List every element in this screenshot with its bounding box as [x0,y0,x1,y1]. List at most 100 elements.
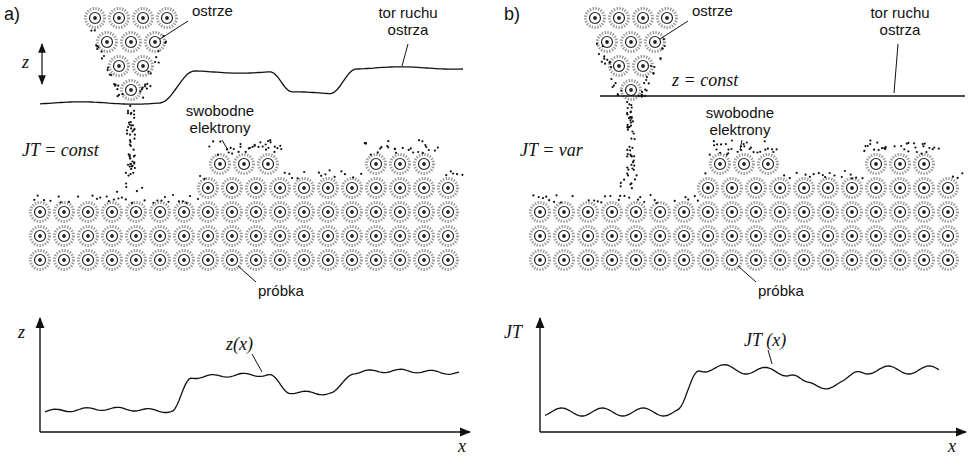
electron [822,174,824,176]
atom-core [922,258,926,262]
atom-shell [658,9,677,28]
atom [110,9,129,28]
atom-core [182,234,186,238]
panel-letter: b) [504,4,520,24]
electron [142,87,144,89]
electron [630,104,632,106]
atom-ring [919,207,930,218]
atom-shell [634,9,653,28]
electron [796,172,798,174]
atom-core [641,64,645,68]
atom [122,33,141,52]
atom-ring [775,231,786,242]
electron [452,172,454,174]
electron [267,140,269,142]
electron [96,45,98,47]
atom-ring [895,183,906,194]
atom-ring [751,207,762,218]
atom [55,203,74,222]
atom-ring [559,207,570,218]
atom-core [562,234,566,238]
atom-core [110,234,114,238]
atom-core [874,186,878,190]
atom-ring [371,183,382,194]
atom-ring [895,255,906,266]
atom [747,251,766,270]
atom-ring [107,231,118,242]
atom [146,33,165,52]
electron [131,165,133,167]
atom-shell [531,251,550,270]
atom-ring [703,207,714,218]
atom [675,251,694,270]
atom [319,203,338,222]
atom-core [158,210,162,214]
electron [627,129,629,131]
electron [713,144,715,146]
electron [164,196,166,198]
electron [128,155,130,157]
electron [270,141,272,143]
atom-ring [679,255,690,266]
atom [295,227,314,246]
atom-core [153,40,157,44]
electron [743,143,745,145]
atom-ring [943,255,954,266]
electron [631,147,633,149]
atom-core [634,210,638,214]
electron [885,146,887,148]
electron [630,164,632,166]
atom-shell [110,9,129,28]
atom [127,227,146,246]
atom-shell [98,33,117,52]
atom-core [617,64,621,68]
electron [68,201,70,203]
atom-shell [843,227,862,246]
electron [633,133,635,135]
atom-shell [819,227,838,246]
atom-core [754,258,758,262]
electron [208,145,210,147]
atom-shell [415,227,434,246]
atom [699,179,718,198]
atom-ring [395,207,406,218]
electron [626,149,628,151]
atom-shell [103,227,122,246]
electron [809,176,811,178]
atom-core [398,162,402,166]
atom-ring [179,231,190,242]
atom [199,251,218,270]
atom-ring [847,183,858,194]
electron [650,65,652,67]
atom-core [62,234,66,238]
atom-ring [590,13,601,24]
atom-ring [847,207,858,218]
atom-shell [439,203,458,222]
electron [914,146,916,148]
atom-shell [31,251,50,270]
atom-shell [319,179,338,198]
atom-core [398,186,402,190]
electron [913,142,915,144]
current-curve [545,365,939,416]
electron [116,88,118,90]
atom-core [302,234,306,238]
electron [125,182,127,184]
atom-ring [607,207,618,218]
atom-core [682,210,686,214]
atom-ring [395,231,406,242]
atom-core [730,234,734,238]
atom [843,179,862,198]
atom-ring [126,37,137,48]
atom [175,203,194,222]
atom-shell [795,251,814,270]
electron [637,199,639,201]
electron [756,151,758,153]
atom-core [730,258,734,262]
atom [699,203,718,222]
atom-core [706,258,710,262]
atom-ring [626,85,637,96]
atom-core [206,234,210,238]
electron [284,172,286,174]
atom-shell [110,57,129,76]
